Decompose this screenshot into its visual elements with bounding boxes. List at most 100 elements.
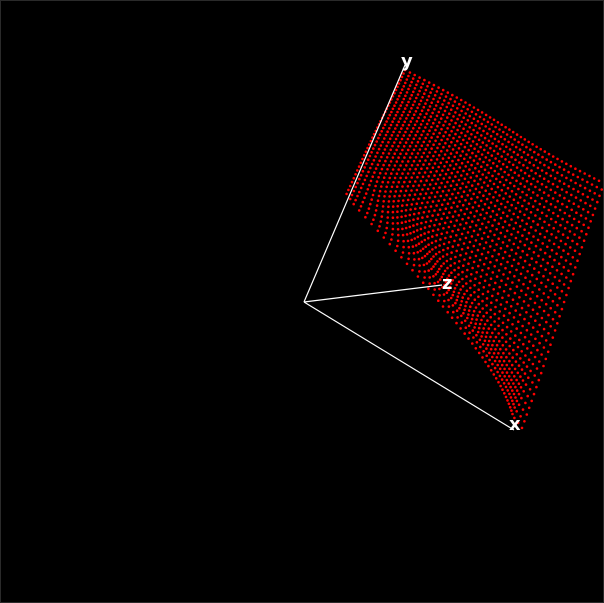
- point: [453, 262, 457, 265]
- point: [562, 168, 566, 171]
- point: [407, 252, 411, 255]
- point: [501, 211, 505, 214]
- point: [570, 193, 573, 197]
- point: [510, 233, 513, 236]
- point: [352, 189, 356, 193]
- point: [366, 211, 369, 215]
- point: [440, 181, 443, 185]
- point: [396, 110, 399, 114]
- point: [442, 293, 446, 296]
- point: [489, 335, 492, 339]
- point: [391, 205, 395, 208]
- point: [519, 256, 522, 259]
- point: [364, 215, 367, 219]
- point: [478, 127, 481, 130]
- point: [499, 231, 503, 235]
- point: [374, 155, 377, 158]
- point: [505, 229, 509, 233]
- point: [391, 107, 395, 111]
- point: [359, 161, 363, 165]
- point: [428, 196, 431, 199]
- point: [450, 140, 453, 144]
- point: [529, 225, 533, 229]
- point: [434, 239, 438, 243]
- point: [394, 137, 398, 141]
- point: [411, 245, 415, 248]
- point: [581, 178, 584, 181]
- point: [462, 116, 466, 119]
- point: [466, 268, 469, 272]
- point: [503, 367, 506, 371]
- point: [481, 343, 485, 346]
- point: [463, 177, 467, 181]
- point: [508, 254, 511, 258]
- point: [412, 184, 415, 188]
- point: [425, 112, 428, 115]
- point: [453, 155, 457, 159]
- point: [417, 184, 421, 187]
- point: [471, 329, 475, 332]
- point: [414, 180, 417, 183]
- point: [396, 222, 400, 225]
- point: [450, 119, 453, 122]
- point: [451, 93, 454, 97]
- point: [524, 401, 527, 405]
- point: [396, 228, 400, 231]
- point: [466, 160, 470, 164]
- point: [462, 138, 465, 142]
- point: [525, 328, 529, 332]
- point: [394, 127, 397, 130]
- point: [412, 137, 416, 141]
- point: [438, 278, 442, 281]
- point: [487, 139, 491, 143]
- point: [447, 156, 451, 160]
- point: [464, 134, 467, 137]
- point: [547, 194, 550, 197]
- point: [475, 209, 479, 213]
- point: [404, 130, 407, 134]
- point: [538, 232, 542, 236]
- point: [395, 172, 399, 175]
- point: [412, 113, 416, 116]
- point: [400, 88, 404, 91]
- point: [389, 148, 393, 152]
- point: [413, 258, 416, 261]
- point: [474, 322, 478, 326]
- point: [458, 260, 461, 263]
- point: [468, 256, 472, 259]
- point: [468, 225, 472, 229]
- point: [441, 255, 445, 258]
- point: [502, 382, 506, 385]
- point: [515, 166, 519, 169]
- point: [523, 213, 526, 217]
- point: [495, 343, 499, 347]
- point: [410, 107, 413, 110]
- point: [531, 191, 535, 194]
- point: [397, 107, 401, 111]
- point: [536, 238, 540, 242]
- point: [573, 233, 576, 236]
- point: [440, 149, 443, 153]
- point: [503, 392, 506, 395]
- point: [470, 317, 474, 321]
- point: [408, 225, 412, 229]
- point: [513, 367, 517, 371]
- point: [538, 202, 542, 206]
- point: [461, 296, 465, 299]
- point: [444, 120, 447, 123]
- point: [446, 127, 449, 130]
- point: [444, 130, 447, 134]
- point: [416, 275, 420, 278]
- point: [447, 305, 451, 308]
- point: [384, 159, 387, 163]
- point: [466, 119, 470, 122]
- point: [567, 199, 571, 203]
- point: [439, 194, 443, 198]
- point: [391, 227, 395, 231]
- point: [476, 233, 480, 237]
- point: [540, 169, 544, 172]
- point: [383, 148, 387, 151]
- point: [518, 338, 521, 342]
